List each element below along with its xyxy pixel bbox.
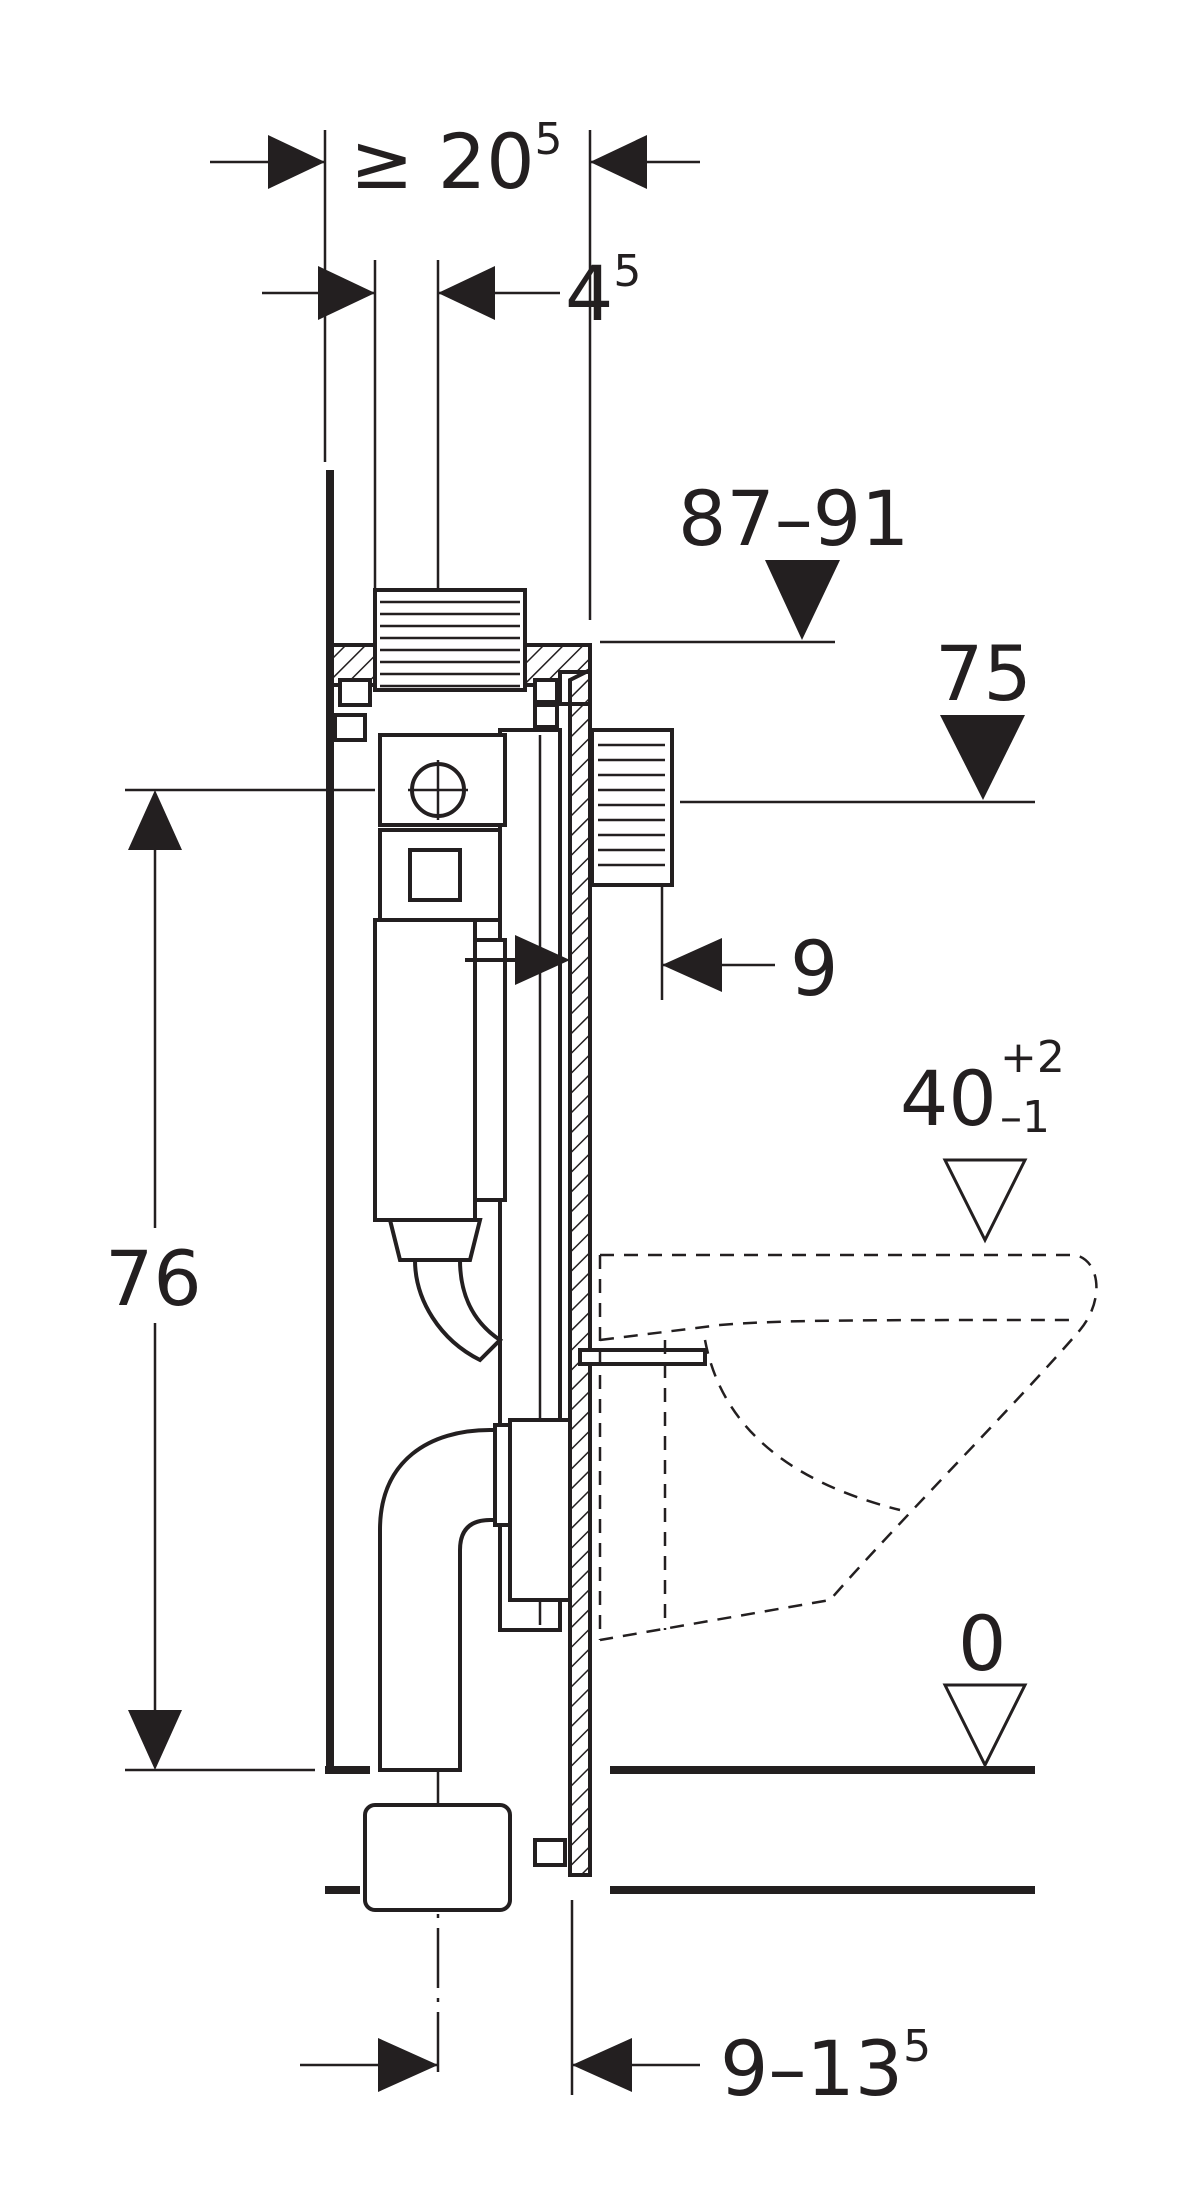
actuation-box-ribs [380, 600, 520, 688]
wc-bowl-inner [703, 1339, 901, 1512]
dim-wall-depth-label: 9 [790, 924, 838, 1013]
drain-bracket [508, 1418, 572, 1602]
flush-arrow [515, 935, 570, 985]
fitting-1 [338, 678, 372, 707]
dim-actuation-height-label: 87–91 [678, 474, 909, 563]
flush-outlet-connector [590, 728, 674, 887]
wc-bowl-seat-line [599, 1318, 1071, 1342]
dim-pipe-offset: 45 [262, 246, 641, 590]
flush-bend [412, 1258, 504, 1363]
dim-seat-height-upper: +2 [1000, 1032, 1065, 1083]
wc-bowl [598, 1253, 1098, 1642]
dim-seat-height-label: 40 [900, 1054, 997, 1143]
dim-flush-outlet: 75 [680, 629, 1035, 804]
drain-bend [378, 1418, 572, 1772]
cistern-outlet [387, 1218, 483, 1262]
fitting-4 [533, 703, 559, 729]
dim-wall-depth: 9 [660, 880, 838, 1013]
dim-frame-width-label: ≥ 205 [350, 114, 563, 206]
dim-floor-level-label: 0 [958, 1599, 1006, 1688]
mounting-bolt [578, 1348, 707, 1366]
cistern-side [473, 938, 507, 1202]
dim-seat-height: 40 +2 –1 [900, 1032, 1065, 1244]
front-panel [568, 666, 592, 1877]
wc-bowl-outline [599, 1253, 1098, 1642]
drain-cap [363, 1803, 512, 1912]
dim-pipe-distance: 9–135 [300, 1900, 931, 2113]
dim-frame-height-label: 76 [105, 1234, 202, 1323]
dim-pipe-offset-label: 45 [565, 246, 641, 338]
dim-flush-outlet-label: 75 [935, 629, 1032, 718]
valve-insert [408, 848, 462, 902]
dim-frame-height: 76 [95, 788, 375, 1772]
dim-seat-height-lower: –1 [1000, 1092, 1050, 1143]
fitting-2 [333, 713, 367, 742]
fitting-3 [533, 678, 559, 704]
connector-ribs [598, 743, 665, 867]
dim-floor-level: 0 [942, 1599, 1028, 1769]
dim-actuation-height: 87–91 [600, 474, 909, 644]
floor-fitting [533, 1838, 567, 1867]
dim-frame-width: ≥ 205 [210, 114, 700, 620]
dim-pipe-distance-label: 9–135 [720, 2021, 931, 2113]
cistern-body [373, 918, 477, 1222]
